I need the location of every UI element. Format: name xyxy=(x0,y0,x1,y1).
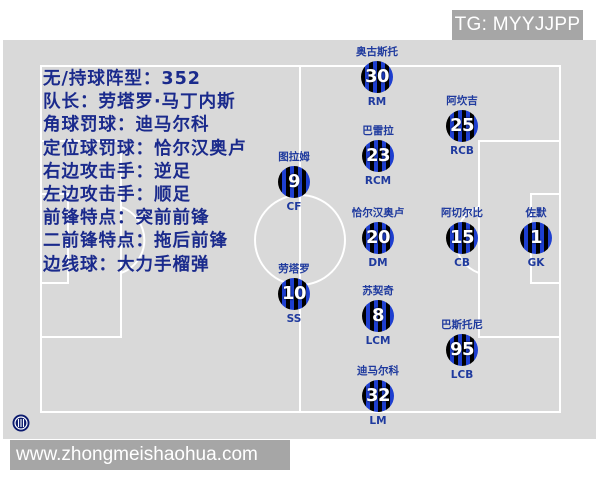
left-penalty-arc xyxy=(120,206,146,274)
watermark-bottom: www.zhongmeishaohua.com xyxy=(10,440,290,470)
player-name: 苏契奇 xyxy=(362,285,394,297)
player-card: 迪马尔科 32 LM xyxy=(333,364,423,428)
player-card: 巴斯托尼 95 LCB xyxy=(417,318,507,382)
formation-line: 无/持球阵型：352 xyxy=(43,69,201,89)
jersey-number-badge: 8 xyxy=(362,300,394,332)
player-name: 奥古斯托 xyxy=(356,46,398,58)
player-card: 阿坎吉 25 RCB xyxy=(417,94,507,158)
player-role: SS xyxy=(286,313,302,325)
striker-style-line: 前锋特点：突前前锋 xyxy=(43,208,210,229)
player-role: CF xyxy=(286,201,302,213)
player-role: LCM xyxy=(365,335,391,347)
player-role: RCM xyxy=(364,175,392,187)
player-role: LCB xyxy=(450,369,474,381)
right-attacker-line: 右边攻击手：逆足 xyxy=(43,161,191,182)
player-card: 阿切尔比 15 CB xyxy=(417,206,507,270)
jersey-number-badge: 10 xyxy=(278,278,310,310)
player-name: 巴雷拉 xyxy=(362,125,394,137)
player-card: 巴雷拉 23 RCM xyxy=(333,124,423,188)
player-card: 奥古斯托 30 RM xyxy=(332,45,422,109)
second-striker-style-line: 二前锋特点：拖后前锋 xyxy=(43,231,228,252)
player-card: 劳塔罗 10 SS xyxy=(249,262,339,326)
player-card: 苏契奇 8 LCM xyxy=(333,284,423,348)
player-role: CB xyxy=(454,257,470,269)
freekick-taker-line: 定位球罚球：恰尔汉奥卢 xyxy=(43,138,247,159)
player-card: 佐默 1 GK xyxy=(491,206,581,270)
jersey-number-badge: 9 xyxy=(278,166,310,198)
left-goal-box xyxy=(40,193,69,284)
player-name: 佐默 xyxy=(525,207,547,219)
jersey-number-badge: 20 xyxy=(362,222,394,254)
jersey-number-badge: 25 xyxy=(446,110,478,142)
jersey-number-badge: 30 xyxy=(361,61,393,93)
player-card: 图拉姆 9 CF xyxy=(249,150,339,214)
captain-line: 队长：劳塔罗·马丁内斯 xyxy=(43,92,236,113)
watermark-top: TG: MYYJJPP xyxy=(452,10,583,40)
jersey-number-badge: 95 xyxy=(446,334,478,366)
inter-crest-icon xyxy=(12,414,30,432)
player-role: GK xyxy=(527,257,545,269)
player-name: 迪马尔科 xyxy=(357,365,399,377)
player-name: 阿切尔比 xyxy=(441,207,483,219)
player-name: 恰尔汉奥卢 xyxy=(351,207,405,219)
corner-taker-line: 角球罚球：迪马尔科 xyxy=(43,115,210,136)
player-name: 图拉姆 xyxy=(278,151,310,163)
player-role: LM xyxy=(369,415,387,427)
player-card: 恰尔汉奥卢 20 DM xyxy=(333,206,423,270)
jersey-number-badge: 1 xyxy=(520,222,552,254)
jersey-number-badge: 23 xyxy=(362,140,394,172)
jersey-number-badge: 32 xyxy=(362,380,394,412)
throw-in-line: 边线球：大力手榴弹 xyxy=(43,254,210,275)
player-name: 劳塔罗 xyxy=(278,263,310,275)
player-role: DM xyxy=(368,257,388,269)
jersey-number-badge: 15 xyxy=(446,222,478,254)
tactics-info: 无/持球阵型：352 队长：劳塔罗·马丁内斯 角球罚球：迪马尔科 定位球罚球：恰… xyxy=(43,68,247,277)
player-role: RCB xyxy=(450,145,474,157)
player-name: 阿坎吉 xyxy=(446,95,478,107)
player-name: 巴斯托尼 xyxy=(441,319,483,331)
left-attacker-line: 左边攻击手：顺足 xyxy=(43,185,191,206)
player-role: RM xyxy=(367,96,387,108)
